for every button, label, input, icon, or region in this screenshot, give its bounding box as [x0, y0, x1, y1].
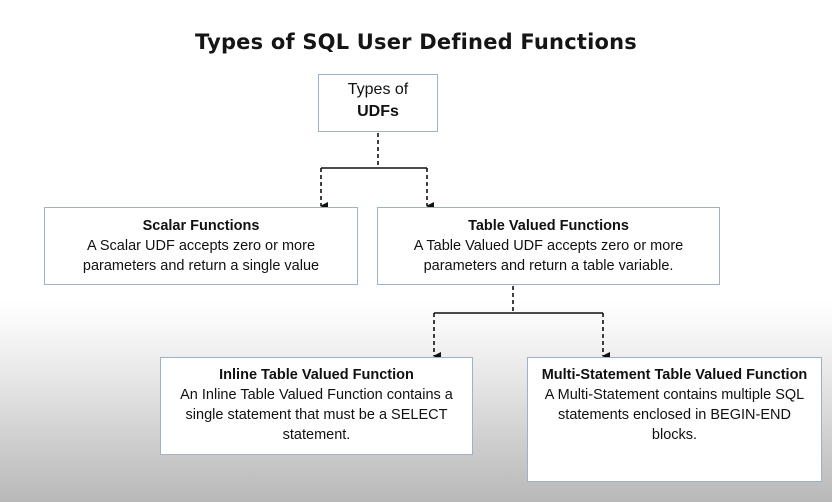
multi-tvf-description: A Multi-Statement contains multiple SQL …	[544, 387, 805, 443]
scalar-description: A Scalar UDF accepts zero or more parame…	[82, 238, 320, 274]
scalar-heading: Scalar Functions	[142, 218, 260, 234]
node-scalar-functions: Scalar Functions A Scalar UDF accepts ze…	[44, 207, 358, 285]
diagram-title: Types of SQL User Defined Functions	[195, 30, 637, 54]
root-node-line1: Types of	[347, 81, 409, 98]
multi-tvf-heading: Multi-Statement Table Valued Function	[541, 367, 808, 383]
tvf-description: A Table Valued UDF accepts zero or more …	[413, 238, 684, 274]
node-inline-table-valued-function: Inline Table Valued Function An Inline T…	[160, 357, 473, 455]
node-multi-statement-table-valued-function: Multi-Statement Table Valued Function A …	[527, 357, 822, 482]
node-table-valued-functions: Table Valued Functions A Table Valued UD…	[377, 207, 720, 285]
inline-tvf-heading: Inline Table Valued Function	[219, 367, 414, 383]
root-node-udfs: Types of UDFs	[318, 74, 438, 132]
tvf-heading: Table Valued Functions	[468, 218, 629, 234]
inline-tvf-description: An Inline Table Valued Function contains…	[180, 387, 453, 443]
root-node-line2: UDFs	[357, 103, 399, 120]
